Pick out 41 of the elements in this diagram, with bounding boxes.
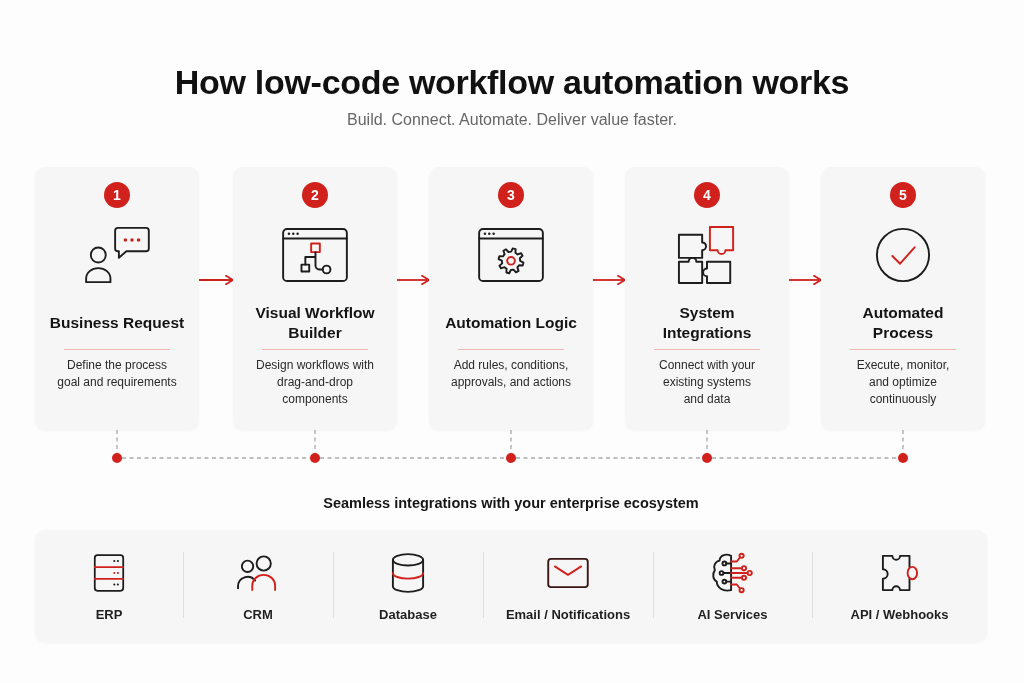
timeline-dot bbox=[310, 453, 320, 463]
number-badge: 2 bbox=[302, 182, 328, 208]
step-description: Add rules, conditions, approvals, and actions bbox=[449, 357, 573, 391]
step-title: Visual Workflow Builder bbox=[254, 303, 376, 343]
step-card bbox=[35, 167, 199, 430]
timeline-dot bbox=[898, 453, 908, 463]
step-title: Automated Process bbox=[861, 303, 945, 343]
timeline-dot bbox=[506, 453, 516, 463]
step-title: System Integrations bbox=[661, 303, 753, 343]
step-card bbox=[625, 167, 789, 430]
step-description: Execute, monitor, and optimize continuously bbox=[855, 357, 951, 408]
integration-label: AI Services bbox=[697, 606, 768, 622]
number-badge: 1 bbox=[104, 182, 130, 208]
number-badge: 5 bbox=[890, 182, 916, 208]
step-description: Connect with your existing systems and data bbox=[657, 357, 756, 408]
step-card bbox=[429, 167, 593, 430]
timeline-dot bbox=[112, 453, 122, 463]
integration-label: ERP bbox=[95, 606, 123, 622]
dashed-line bbox=[515, 457, 703, 459]
arrow bbox=[592, 274, 626, 286]
section-heading: Seamless integrations with your enterprise ecosystem bbox=[323, 495, 699, 511]
step-title: Automation Logic bbox=[445, 313, 577, 333]
step-description: Define the process goal and requirements bbox=[57, 357, 177, 391]
number-badge: 3 bbox=[498, 182, 524, 208]
number-badge: 4 bbox=[694, 182, 720, 208]
title: How low-code workflow automation works bbox=[174, 62, 850, 102]
step-card bbox=[233, 167, 397, 430]
dashed-line bbox=[319, 457, 507, 459]
arrow bbox=[198, 274, 234, 286]
dashed-line bbox=[711, 457, 899, 459]
arrow bbox=[788, 274, 822, 286]
integration-label: Email / Notifications bbox=[505, 606, 631, 622]
integration-label: Database bbox=[379, 606, 437, 622]
step-card bbox=[821, 167, 985, 430]
timeline-dot bbox=[702, 453, 712, 463]
integration-label: API / Webhooks bbox=[850, 606, 949, 622]
integration-label: CRM bbox=[243, 606, 273, 622]
arrow bbox=[396, 274, 430, 286]
step-title: Business Request bbox=[49, 313, 185, 333]
subtitle: Build. Connect. Automate. Deliver value faster. bbox=[347, 111, 677, 129]
step-description: Design workflows with drag-and-drop components bbox=[254, 357, 375, 408]
